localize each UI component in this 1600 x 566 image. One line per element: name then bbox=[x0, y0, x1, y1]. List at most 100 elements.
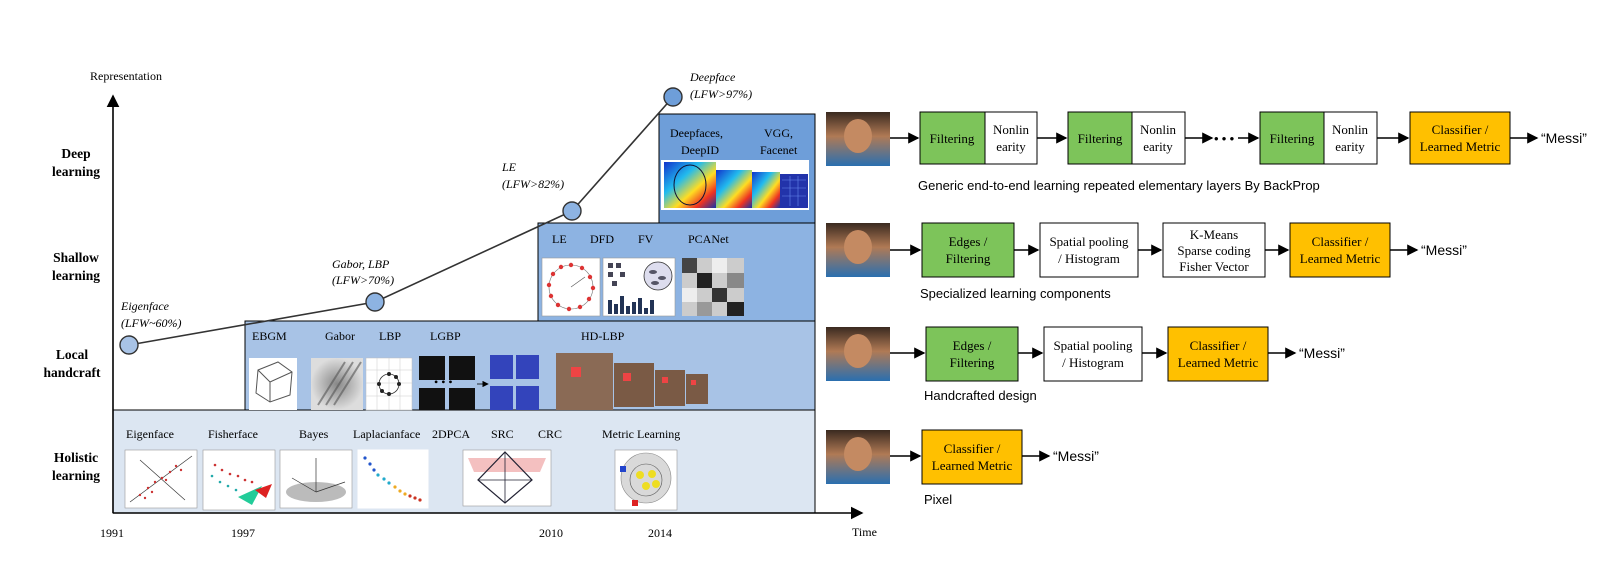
output-label-4: “Messi” bbox=[1053, 448, 1099, 464]
classifier-label-3b: Learned Metric bbox=[1178, 355, 1259, 370]
edges-label-2a: Edges / bbox=[949, 234, 988, 249]
method-deepid: DeepID bbox=[681, 143, 719, 157]
category-local-2: handcraft bbox=[44, 365, 102, 380]
nonlin-label-2b: earity bbox=[1143, 139, 1173, 154]
thumb-laplacianface bbox=[357, 449, 429, 509]
method-bayes: Bayes bbox=[299, 427, 329, 441]
milestone-dot-deepface bbox=[663, 87, 683, 107]
category-deep-2: learning bbox=[52, 164, 100, 179]
method-hd-lbp: HD-LBP bbox=[581, 329, 625, 343]
thumb-metric-learning bbox=[614, 449, 678, 511]
milestone-eigenface-acc: (LFW~60%) bbox=[121, 316, 181, 330]
thumb-lgbp: • • • bbox=[419, 355, 539, 410]
method-le: LE bbox=[552, 232, 567, 246]
ellipsis: • • • bbox=[1214, 131, 1235, 146]
classifier-label-1b: Learned Metric bbox=[1420, 139, 1501, 154]
caption-3: Handcrafted design bbox=[924, 388, 1037, 403]
method-dfd: DFD bbox=[590, 232, 614, 246]
method-src: SRC bbox=[491, 427, 514, 441]
caption-4: Pixel bbox=[924, 492, 952, 507]
classifier-label-3a: Classifier / bbox=[1190, 338, 1247, 353]
filtering-label-2: Filtering bbox=[1078, 131, 1123, 146]
pooling-label-2a: Spatial pooling bbox=[1049, 234, 1129, 249]
milestone-le: LE bbox=[501, 160, 517, 174]
method-metric-learning: Metric Learning bbox=[602, 427, 680, 441]
thumb-deep-features bbox=[661, 160, 809, 210]
method-eigenface: Eigenface bbox=[126, 427, 174, 441]
filtering-label-3: Filtering bbox=[1270, 131, 1315, 146]
method-crc: CRC bbox=[538, 427, 562, 441]
category-holistic: Holistic bbox=[54, 450, 98, 465]
year-1997: 1997 bbox=[231, 526, 255, 540]
classifier-label-2b: Learned Metric bbox=[1300, 251, 1381, 266]
edges-label-3b: Filtering bbox=[950, 355, 995, 370]
milestone-le-acc: (LFW>82%) bbox=[502, 177, 564, 191]
classifier-label-1a: Classifier / bbox=[1432, 122, 1489, 137]
nonlin-label-3a: Nonlin bbox=[1332, 122, 1369, 137]
filtering-box-3 bbox=[1259, 111, 1325, 165]
classifier-label-4a: Classifier / bbox=[944, 441, 1001, 456]
thumb-ebgm bbox=[249, 358, 297, 410]
classifier-label-2a: Classifier / bbox=[1312, 234, 1369, 249]
nonlinearity-box-2 bbox=[1131, 111, 1186, 165]
pipeline-row-3: Edges / Filtering Spatial pooling / Hist… bbox=[826, 326, 1345, 403]
thumb-eigenface bbox=[124, 449, 198, 509]
category-shallow-2: learning bbox=[52, 268, 100, 283]
method-laplacianface: Laplacianface bbox=[353, 427, 420, 441]
caption-2: Specialized learning components bbox=[920, 286, 1111, 301]
edges-label-3a: Edges / bbox=[953, 338, 992, 353]
year-1991: 1991 bbox=[100, 526, 124, 540]
pooling-label-2b: / Histogram bbox=[1058, 251, 1120, 266]
nonlin-label-1b: earity bbox=[996, 139, 1026, 154]
nonlin-label-3b: earity bbox=[1335, 139, 1365, 154]
nonlin-label-2a: Nonlin bbox=[1140, 122, 1177, 137]
pooling-box-2 bbox=[1039, 222, 1139, 278]
thumb-dfd-fv bbox=[602, 257, 676, 317]
thumb-fisherface bbox=[202, 449, 276, 511]
milestone-gabor: Gabor, LBP bbox=[332, 257, 390, 271]
svg-text:• • •: • • • bbox=[434, 375, 453, 389]
method-fisherface: Fisherface bbox=[208, 427, 258, 441]
messi-photo-4 bbox=[826, 430, 890, 484]
pooling-box-3 bbox=[1043, 326, 1143, 382]
milestone-dot-eigenface bbox=[119, 335, 139, 355]
thumb-hd-lbp bbox=[556, 353, 708, 410]
category-holistic-2: learning bbox=[52, 468, 100, 483]
caption-1: Generic end-to-end learning repeated ele… bbox=[918, 178, 1320, 193]
output-label-3: “Messi” bbox=[1299, 345, 1345, 361]
filtering-box-2 bbox=[1067, 111, 1133, 165]
thumb-le bbox=[541, 257, 601, 317]
method-fv: FV bbox=[638, 232, 654, 246]
category-deep: Deep bbox=[61, 146, 90, 161]
milestone-gabor-acc: (LFW>70%) bbox=[332, 273, 394, 287]
method-lbp: LBP bbox=[379, 329, 401, 343]
pipeline-row-1: Filtering Nonlin earity Filtering Nonlin… bbox=[826, 111, 1587, 193]
nonlinearity-box-1 bbox=[984, 111, 1038, 165]
output-label-2: “Messi” bbox=[1421, 242, 1467, 258]
nonlin-label-1a: Nonlin bbox=[993, 122, 1030, 137]
method-facenet: Facenet bbox=[760, 143, 798, 157]
classifier-box-3 bbox=[1167, 326, 1269, 382]
messi-photo-1 bbox=[826, 112, 890, 166]
progress-line bbox=[128, 96, 674, 346]
pooling-label-3b: / Histogram bbox=[1062, 355, 1124, 370]
thumb-lbp bbox=[365, 357, 413, 411]
milestone-dot-le bbox=[562, 201, 582, 221]
year-2014: 2014 bbox=[648, 526, 672, 540]
method-ebgm: EBGM bbox=[252, 329, 287, 343]
classifier-label-4b: Learned Metric bbox=[932, 458, 1013, 473]
messi-photo-2 bbox=[826, 223, 890, 277]
category-local: Local bbox=[56, 347, 88, 362]
thumb-gabor bbox=[311, 358, 363, 410]
classifier-box-1 bbox=[1409, 111, 1511, 165]
category-shallow: Shallow bbox=[53, 250, 99, 265]
thumb-pcanet bbox=[682, 258, 744, 316]
coding-box-2 bbox=[1162, 222, 1266, 278]
edges-box-2 bbox=[921, 222, 1015, 278]
pipeline-row-2: Edges / Filtering Spatial pooling / Hist… bbox=[826, 222, 1467, 301]
classifier-box-4 bbox=[921, 429, 1023, 485]
method-gabor: Gabor bbox=[325, 329, 355, 343]
thumb-bayes bbox=[279, 449, 353, 509]
year-2010: 2010 bbox=[539, 526, 563, 540]
classifier-box-2 bbox=[1289, 222, 1391, 278]
